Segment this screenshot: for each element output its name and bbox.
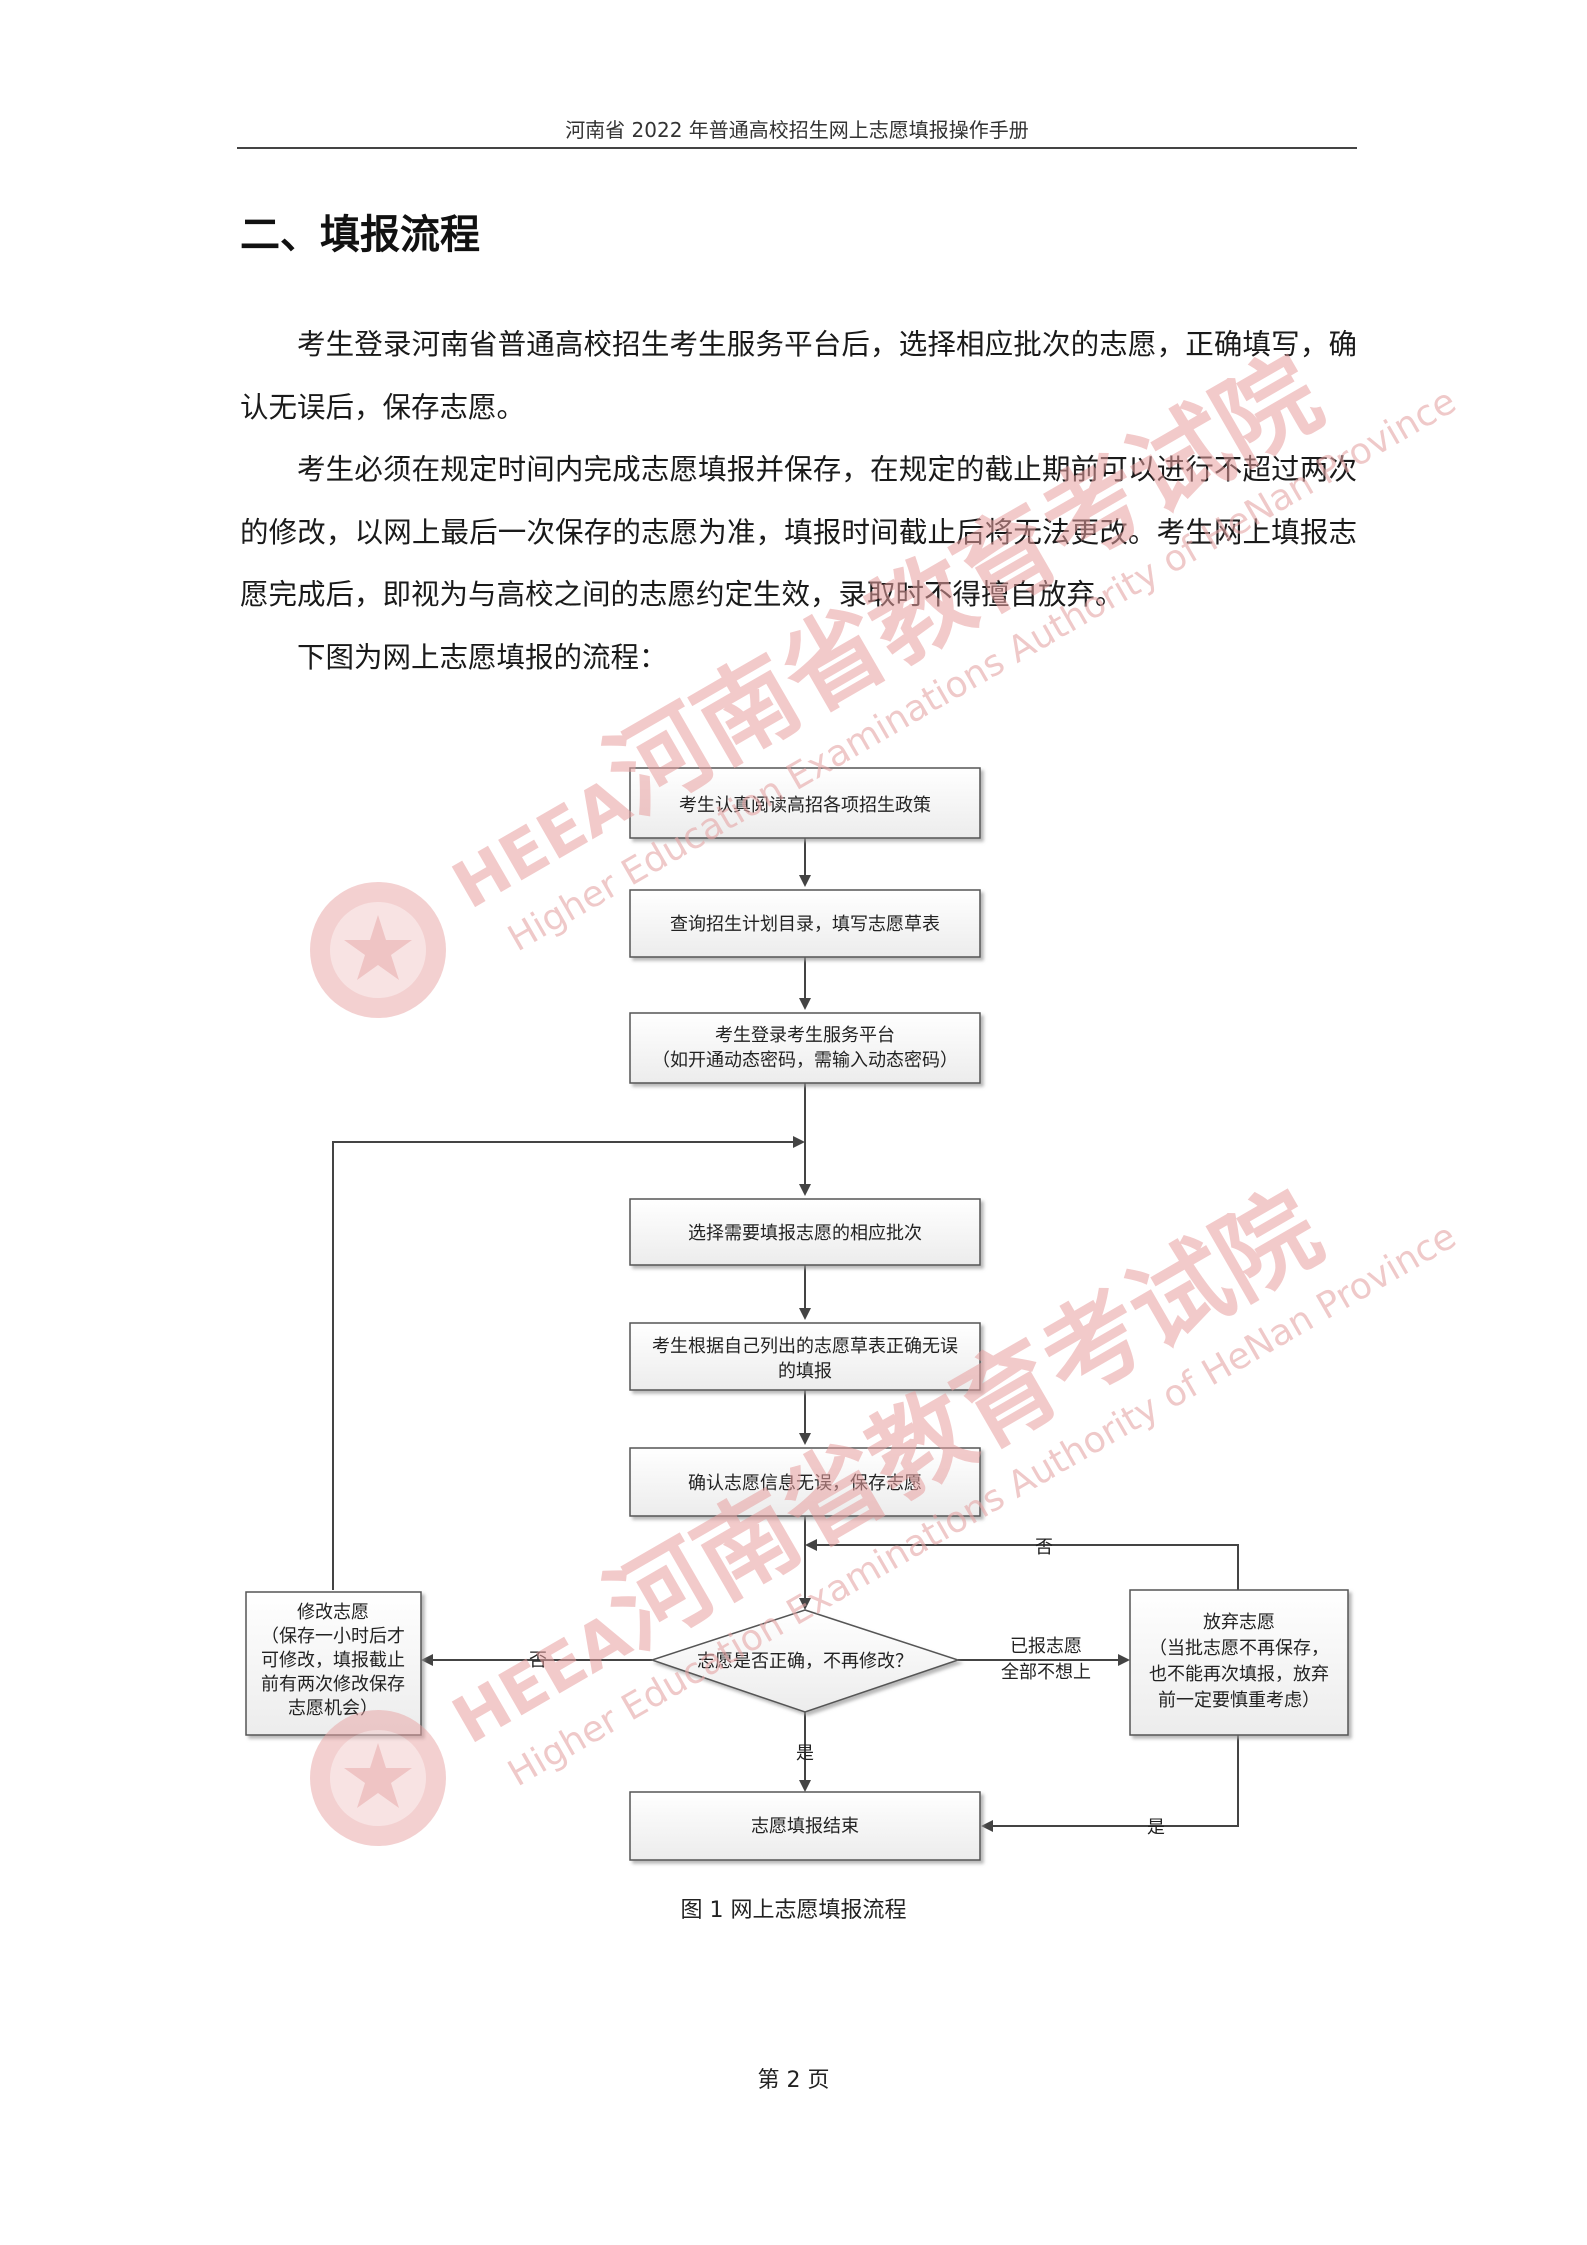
section-title: 二、填报流程 — [240, 212, 480, 258]
figure-caption: 图 1 网上志愿填报流程 — [680, 1898, 907, 1923]
edge-label-no-top: 否 — [1035, 1537, 1053, 1558]
svg-text:考生认真阅读高招各项招生政策: 考生认真阅读高招各项招生政策 — [679, 795, 931, 816]
page-header: 河南省 2022 年普通高校招生网上志愿填报操作手册 — [565, 118, 1029, 142]
svg-text:河南省教育考试院: 河南省教育考试院 — [588, 1169, 1339, 1670]
svg-text:前有两次修改保存: 前有两次修改保存 — [261, 1674, 405, 1695]
edge-label-abandon-2: 全部不想上 — [1001, 1662, 1091, 1683]
svg-text:志愿填报结束: 志愿填报结束 — [751, 1816, 859, 1837]
svg-text:HEEA: HEEA — [441, 764, 643, 924]
svg-text:志愿是否正确，不再修改？: 志愿是否正确，不再修改？ — [697, 1651, 913, 1672]
flow-node-step3: 考生登录考生服务平台 （如开通动态密码，需输入动态密码） — [629, 1012, 981, 1084]
svg-text:（如开通动态密码，需输入动态密码）: （如开通动态密码，需输入动态密码） — [652, 1050, 958, 1071]
flow-node-modify: 修改志愿 （保存一小时后才 可修改，填报截止 前有两次修改保存 志愿机会） — [245, 1591, 422, 1736]
flow-connectors — [332, 838, 1239, 1832]
svg-text:（保存一小时后才: （保存一小时后才 — [261, 1626, 405, 1647]
svg-text:考生根据自己列出的志愿草表正确无误: 考生根据自己列出的志愿草表正确无误 — [652, 1336, 958, 1357]
edge-label-yes-right: 是 — [1147, 1817, 1165, 1838]
edge-label-abandon-1: 已报志愿 — [1010, 1636, 1082, 1657]
edge-label-no-left: 否 — [529, 1650, 547, 1671]
emblem-bottom — [310, 1710, 446, 1846]
svg-text:确认志愿信息无误，保存志愿: 确认志愿信息无误，保存志愿 — [688, 1473, 922, 1494]
flow-node-step2: 查询招生计划目录，填写志愿草表 — [629, 889, 981, 958]
watermark-bottom: HEEA 河南省教育考试院 Higher Education Examinati… — [441, 1169, 1463, 1795]
paragraph-2: 考生必须在规定时间内完成志愿填报并保存，在规定的截止期前可以进行不超过两次的修改… — [240, 453, 1357, 611]
svg-text:也不能再次填报，放弃: 也不能再次填报，放弃 — [1149, 1664, 1329, 1685]
flow-node-step1: 考生认真阅读高招各项招生政策 — [629, 767, 981, 839]
svg-text:选择需要填报志愿的相应批次: 选择需要填报志愿的相应批次 — [688, 1223, 922, 1244]
svg-text:考生登录考生服务平台: 考生登录考生服务平台 — [715, 1025, 895, 1046]
flow-node-decision: 志愿是否正确，不再修改？ — [649, 1609, 961, 1713]
svg-text:查询招生计划目录，填写志愿草表: 查询招生计划目录，填写志愿草表 — [670, 914, 940, 935]
svg-text:的填报: 的填报 — [778, 1361, 832, 1382]
page-number: 第 2 页 — [757, 2068, 830, 2093]
svg-text:放弃志愿: 放弃志愿 — [1203, 1612, 1275, 1633]
flow-node-abandon: 放弃志愿 （当批志愿不再保存， 也不能再次填报，放弃 前一定要慎重考虑） — [1129, 1589, 1349, 1736]
paragraph-3: 下图为网上志愿填报的流程： — [297, 640, 668, 674]
flow-node-step6: 确认志愿信息无误，保存志愿 — [629, 1447, 981, 1517]
body-text: 考生登录河南省普通高校招生考生服务平台后，选择相应批次的志愿，正确填写，确认无误… — [240, 314, 1357, 689]
svg-text:前一定要慎重考虑）: 前一定要慎重考虑） — [1158, 1690, 1320, 1711]
svg-text:志愿机会）: 志愿机会） — [288, 1698, 378, 1719]
svg-text:修改志愿: 修改志愿 — [297, 1602, 369, 1623]
flow-node-step4: 选择需要填报志愿的相应批次 — [629, 1198, 981, 1266]
flow-node-end: 志愿填报结束 — [629, 1791, 981, 1861]
emblem-top — [310, 882, 446, 1018]
svg-text:Higher Education Examinations: Higher Education Examinations Authority … — [501, 1216, 1463, 1795]
svg-text:可修改，填报截止: 可修改，填报截止 — [261, 1650, 405, 1671]
paragraph-1: 考生登录河南省普通高校招生考生服务平台后，选择相应批次的志愿，正确填写，确认无误… — [240, 328, 1357, 424]
edge-label-yes-down: 是 — [796, 1743, 814, 1764]
header-divider — [237, 147, 1357, 149]
flow-node-step5: 考生根据自己列出的志愿草表正确无误 的填报 — [629, 1322, 981, 1391]
svg-text:HEEA: HEEA — [441, 1599, 643, 1759]
svg-text:（当批志愿不再保存，: （当批志愿不再保存， — [1149, 1638, 1329, 1659]
